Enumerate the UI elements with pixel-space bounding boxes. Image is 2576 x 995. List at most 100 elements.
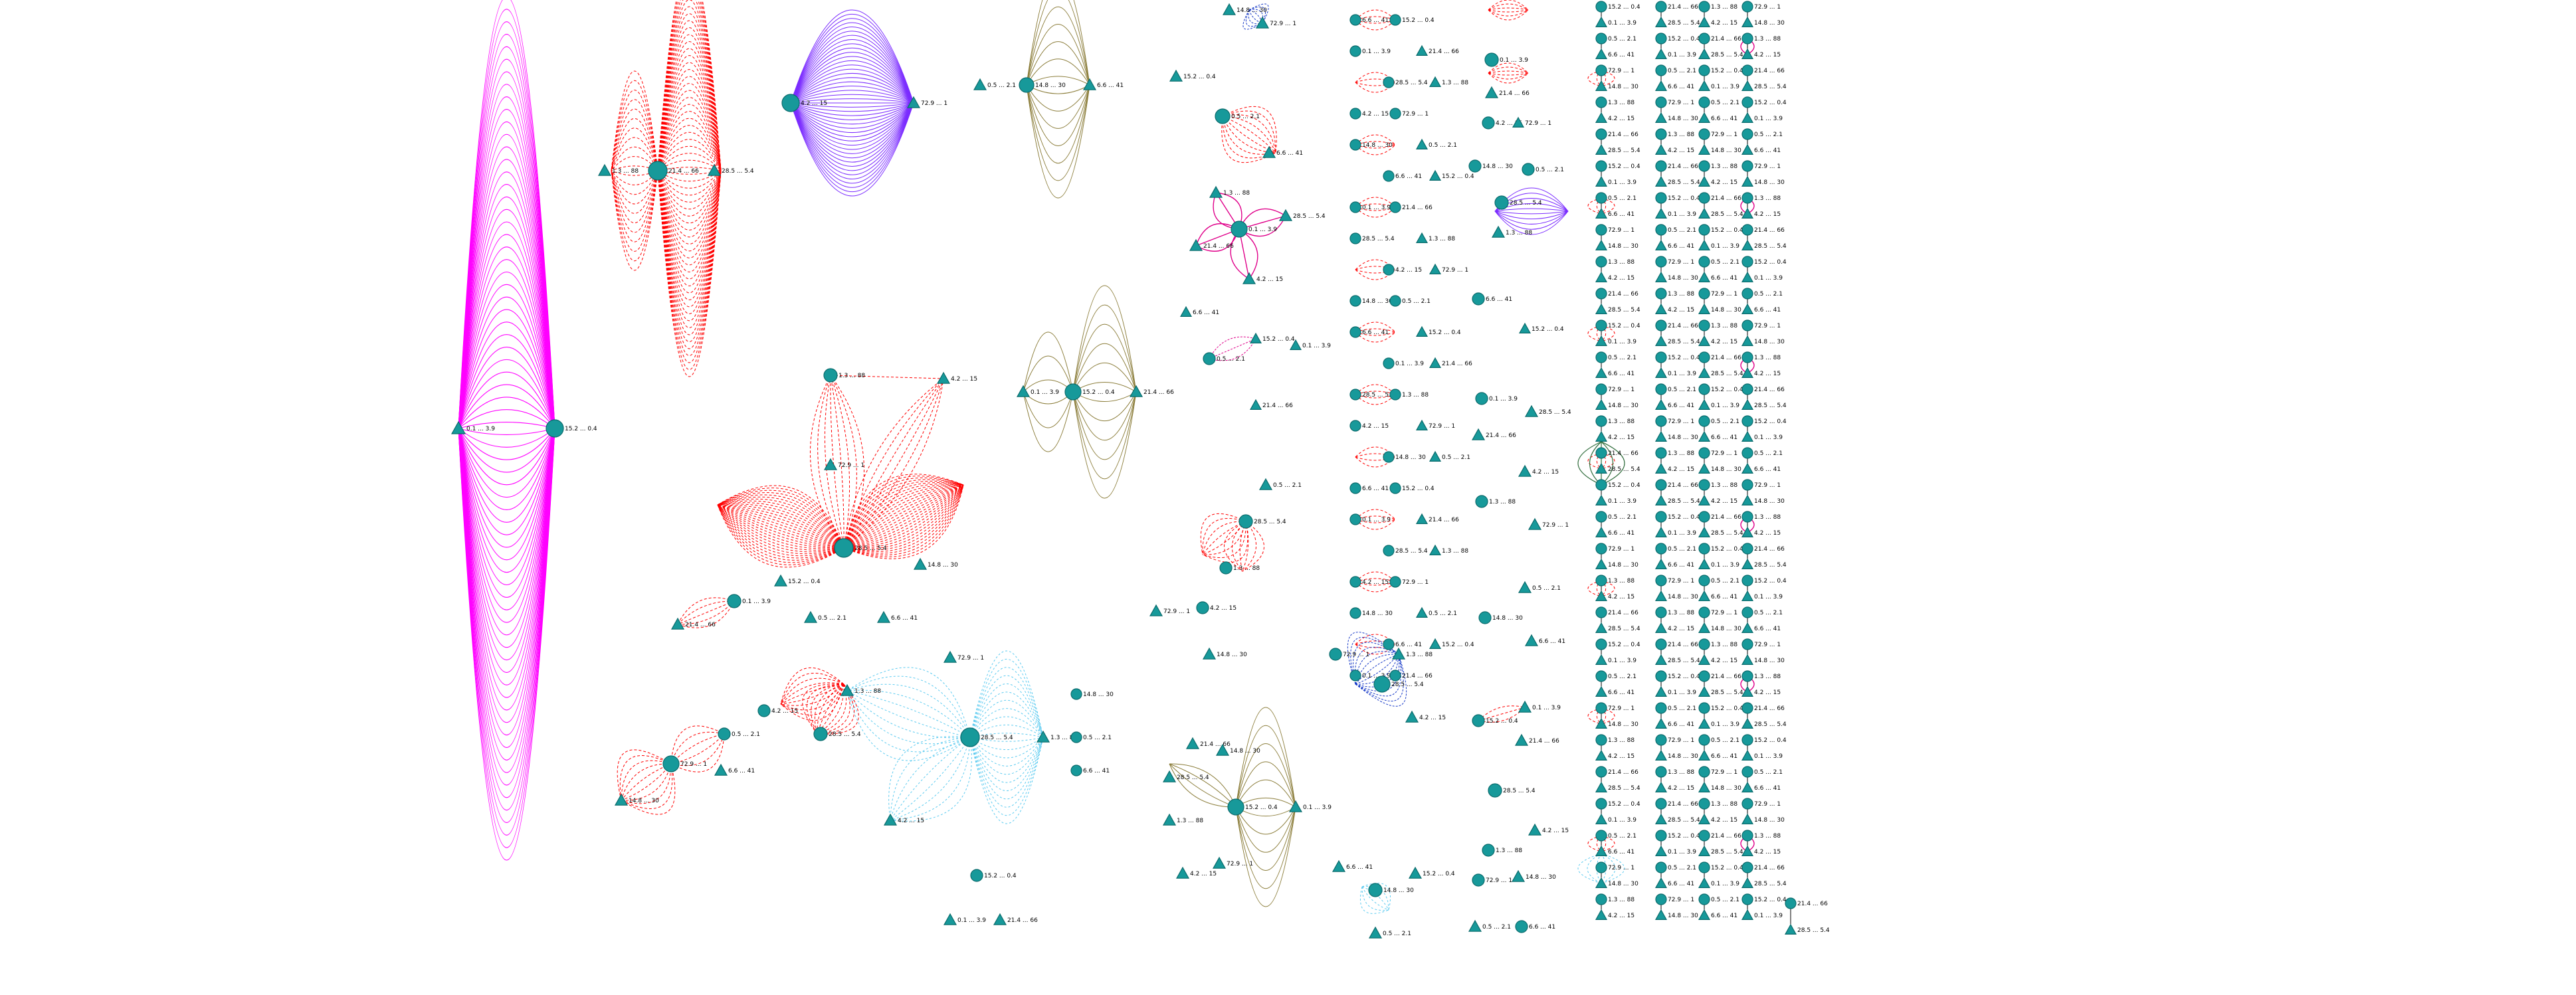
node-label: 0.5 ... 2.1 <box>1754 132 1783 138</box>
graph-node-triangle: 4.2 ... 15 <box>1741 685 1781 697</box>
graph-node-triangle: 4.2 ... 15 <box>1741 207 1781 219</box>
graph-node-triangle: 28.5 ... 5.4 <box>1698 845 1743 857</box>
graph-node-triangle: 6.6 ... 41 <box>876 610 918 623</box>
node-label: 28.5 ... 5.4 <box>1668 817 1700 824</box>
graph-edge <box>1072 391 1137 499</box>
node-label: 6.6 ... 41 <box>1711 753 1737 760</box>
graph-node-circle: 21.4 ... 66 <box>1741 543 1785 555</box>
graph-node-circle: 15.2 ... 0.4 <box>1472 714 1518 727</box>
node-label: 4.2 ... 15 <box>1256 276 1283 283</box>
graph-edge <box>657 13 722 171</box>
node-label: 14.8 ... 30 <box>1754 498 1785 505</box>
node-label: 6.6 ... 41 <box>1711 116 1737 122</box>
graph-edge <box>1222 116 1276 153</box>
graph-edge <box>458 246 555 429</box>
graph-node-triangle: 14.8 ... 30 <box>1595 558 1638 570</box>
graph-edge <box>458 209 555 429</box>
graph-node-circle: 1.3 ... 88 <box>1698 319 1737 331</box>
node-label: 0.5 ... 2.1 <box>1754 610 1783 616</box>
graph-node-circle: 4.2 ... 15 <box>757 704 798 717</box>
graph-node-circle: 21.4 ... 66 <box>1655 319 1698 331</box>
graph-edge <box>843 484 964 549</box>
graph-node-circle: 0.5 ... 2.1 <box>1389 295 1431 307</box>
graph-node-circle: 15.2 ... 0.4 <box>1698 224 1743 236</box>
node-label: 0.1 ... 3.9 <box>1489 396 1518 403</box>
node-label: 6.6 ... 41 <box>1097 82 1124 89</box>
graph-node-circle: 0.5 ... 2.1 <box>1655 64 1696 76</box>
node-label: 1.3 ... 88 <box>1506 230 1532 236</box>
graph-edge <box>1235 779 1296 808</box>
graph-node-circle: 15.2 ... 0.4 <box>1655 192 1700 204</box>
graph-node-circle: 0.5 ... 2.1 <box>718 727 760 741</box>
graph-edge <box>1494 211 1569 230</box>
node-label: 4.2 ... 15 <box>1542 828 1569 834</box>
graph-node-circle: 15.2 ... 0.4 <box>1389 482 1435 494</box>
graph-edge <box>717 504 844 568</box>
node-label: 15.2 ... 0.4 <box>1754 737 1787 744</box>
graph-edge <box>677 600 735 628</box>
graph-edge <box>458 34 555 429</box>
graph-node-circle: 21.4 ... 66 <box>1655 798 1698 810</box>
node-label: 14.8 ... 30 <box>1383 887 1414 894</box>
graph-edge <box>1072 391 1137 441</box>
graph-edge <box>458 321 555 429</box>
node-label: 28.5 ... 5.4 <box>1754 84 1787 90</box>
graph-edge <box>1601 441 1625 486</box>
node-label: 0.5 ... 2.1 <box>1754 769 1783 776</box>
graph-edge <box>1026 84 1090 181</box>
graph-edge <box>1587 707 1602 725</box>
node-label: 1.3 ... 88 <box>1711 801 1737 808</box>
graph-node-circle: 15.2 ... 0.4 <box>1698 702 1743 714</box>
graph-edge <box>843 484 964 549</box>
graph-node-triangle: 6.6 ... 41 <box>1332 859 1373 872</box>
node-label: 15.2 ... 0.4 <box>1423 871 1455 877</box>
node-label: 21.4 ... 66 <box>1668 163 1698 170</box>
graph-node-circle: 15.2 ... 0.4 <box>970 869 1017 882</box>
node-label: 15.2 ... 0.4 <box>1754 100 1787 106</box>
graph-edge <box>1072 343 1137 393</box>
graph-edge <box>1355 16 1396 21</box>
graph-edge <box>657 6 722 171</box>
node-label: 6.6 ... 41 <box>1668 403 1694 409</box>
node-label: 0.5 ... 2.1 <box>1608 355 1636 361</box>
node-label: 15.2 ... 0.4 <box>1183 74 1216 80</box>
graph-node-triangle: 4.2 ... 15 <box>1175 866 1217 879</box>
graph-node-triangle: 4.2 ... 15 <box>1698 16 1737 28</box>
graph-edge <box>1488 9 1529 21</box>
graph-node-circle: 15.2 ... 0.4 <box>1595 798 1640 810</box>
graph-edge <box>969 650 1044 738</box>
graph-node-triangle: 14.8 ... 30 <box>913 557 958 570</box>
graph-edge <box>1488 72 1529 76</box>
graph-edge <box>1355 654 1400 692</box>
graph-node-triangle: 28.5 ... 5.4 <box>1654 494 1700 506</box>
graph-edge <box>1026 0 1090 86</box>
graph-node-triangle: 14.8 ... 30 <box>1222 3 1267 15</box>
graph-node-triangle: 15.2 ... 0.4 <box>1518 322 1564 333</box>
node-label: 28.5 ... 5.4 <box>1711 849 1743 856</box>
node-label: 1.3 ... 88 <box>1233 565 1260 572</box>
node-label: 4.2 ... 15 <box>1496 120 1522 127</box>
node-label: 21.4 ... 66 <box>1442 361 1472 367</box>
graph-node-circle: 1.3 ... 88 <box>1698 160 1737 172</box>
node-label: 15.2 ... 0.4 <box>1608 323 1640 329</box>
graph-node-circle: 4.2 ... 15 <box>1482 116 1522 130</box>
graph-edge <box>1235 806 1296 853</box>
graph-edge <box>657 170 722 286</box>
node-label: 72.9 ... 1 <box>1608 68 1635 74</box>
graph-edge <box>1072 391 1137 460</box>
graph-node-triangle: 14.8 ... 30 <box>1698 303 1741 314</box>
graph-edge <box>1355 19 1396 24</box>
graph-node-triangle: 6.6 ... 41 <box>1595 526 1635 538</box>
node-label: 72.9 ... 1 <box>680 761 707 768</box>
node-label: 4.2 ... 15 <box>951 376 977 383</box>
graph-edge <box>1488 9 1529 17</box>
graph-node-circle: 14.8 ... 30 <box>1478 611 1523 624</box>
graph-node-triangle: 4.2 ... 15 <box>1698 175 1737 187</box>
graph-node-triangle: 6.6 ... 41 <box>1524 634 1565 646</box>
node-label: 14.8 ... 30 <box>1608 881 1638 887</box>
graph-node-triangle: 4.2 ... 15 <box>1654 622 1694 634</box>
node-label: 1.3 ... 88 <box>1608 259 1635 266</box>
graph-node-triangle: 14.8 ... 30 <box>614 793 659 806</box>
node-label: 14.8 ... 30 <box>1395 454 1426 461</box>
graph-edge <box>1023 391 1074 452</box>
